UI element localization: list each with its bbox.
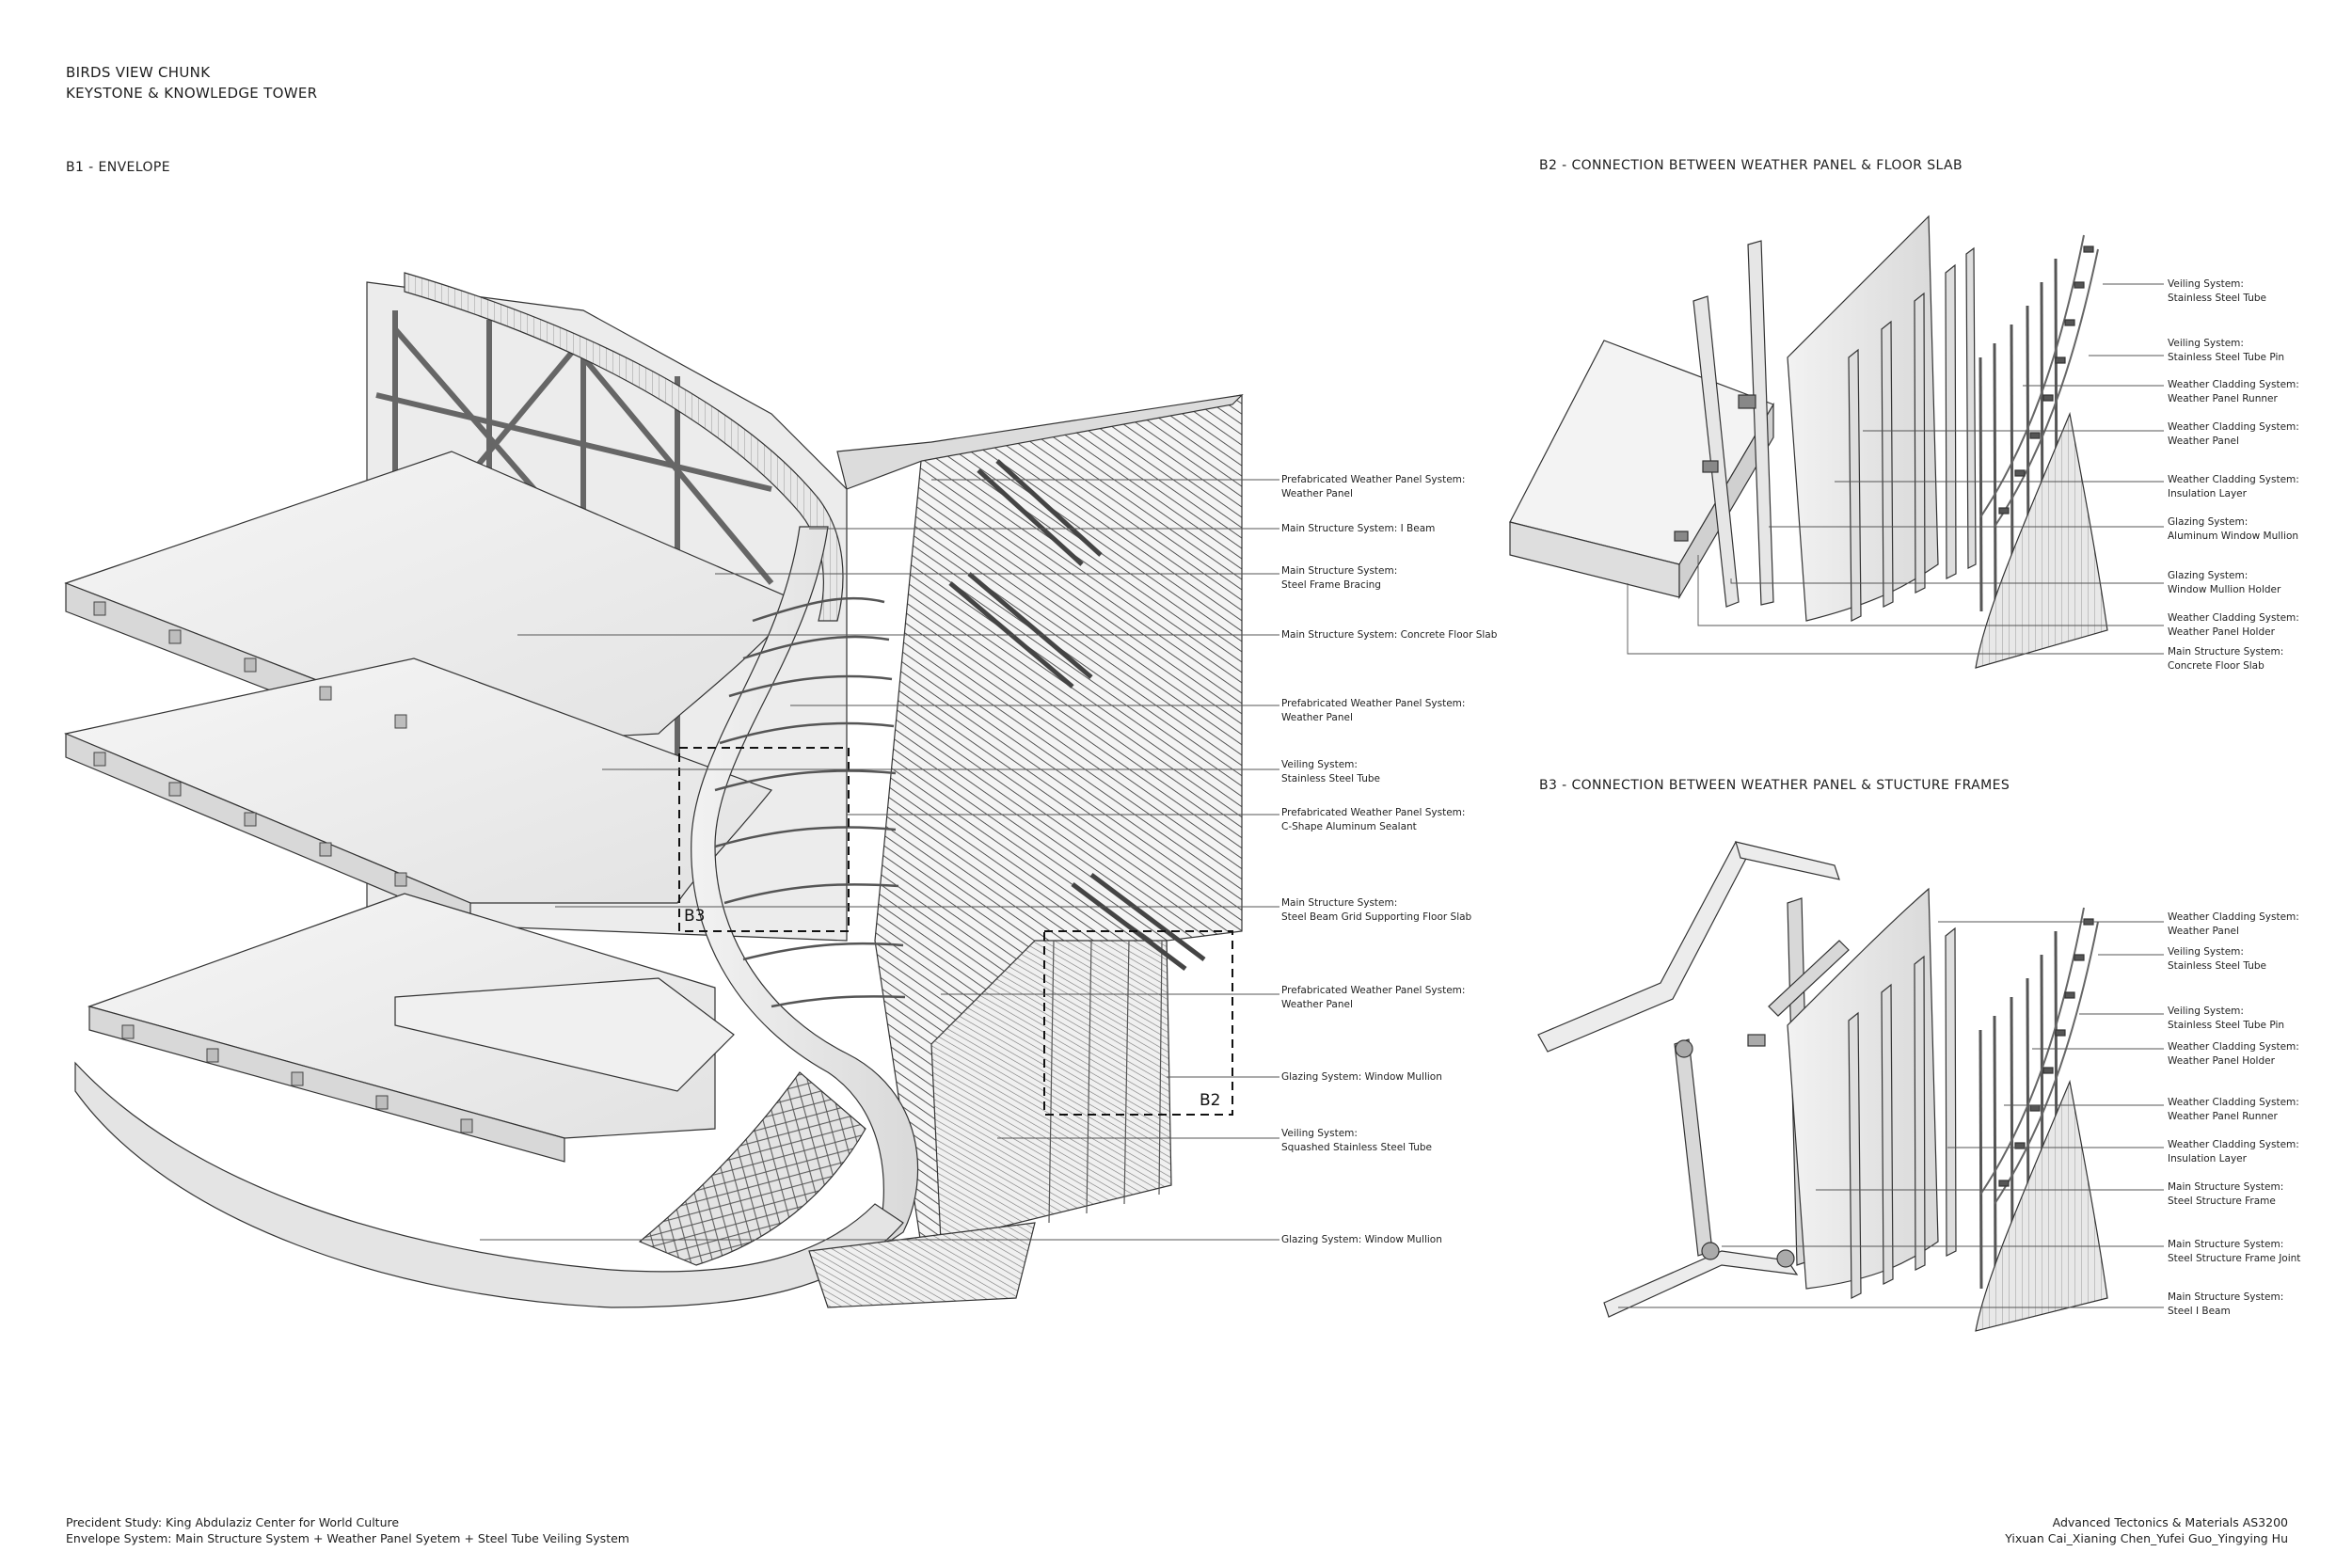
b2-label: Weather Cladding System:Insulation Layer: [2168, 474, 2299, 499]
b2-label: Veiling System:Stainless Steel Tube Pin: [2168, 338, 2285, 363]
beam-grid-nubs: [93, 601, 473, 1133]
b2-label: Weather Cladding System:Weather Panel Ho…: [2168, 612, 2299, 638]
b1-label: Main Structure System:Steel Frame Bracin…: [1281, 565, 1398, 591]
b2-detail-drawing: [1509, 214, 2108, 669]
steel-structure-frame: [1537, 841, 1840, 1318]
b3-label: Main Structure System:Steel Structure Fr…: [2168, 1181, 2284, 1207]
section-heading-b1: B1 - ENVELOPE: [66, 160, 171, 175]
b1-label: Prefabricated Weather Panel System:Weath…: [1281, 474, 1466, 499]
b1-label: Main Structure System: Concrete Floor Sl…: [1281, 629, 1498, 641]
b3-leader-lines: [1618, 921, 2164, 1308]
mullion-holders: [1674, 394, 1756, 542]
b3-label: Main Structure System:Steel I Beam: [2168, 1291, 2284, 1317]
b3-label: Weather Cladding System:Weather Panel Ho…: [2168, 1041, 2299, 1067]
b3-label: Veiling System:Stainless Steel Tube Pin: [2168, 1006, 2285, 1031]
facade-fins: [948, 459, 1206, 971]
section-heading-b2: B2 - CONNECTION BETWEEN WEATHER PANEL & …: [1539, 158, 1963, 173]
b1-leader-lines: [480, 479, 1279, 1241]
underside-hatching: [808, 1222, 1036, 1308]
b1-label: Main Structure System:Steel Beam Grid Su…: [1281, 897, 1472, 923]
structure-joints: [1675, 1034, 1795, 1268]
veiling-sheet-b3: [1975, 1079, 2108, 1332]
b1-label: Prefabricated Weather Panel System:Weath…: [1281, 698, 1466, 723]
b3-label: Veiling System:Stainless Steel Tube: [2168, 946, 2266, 972]
b2-label: Veiling System:Stainless Steel Tube: [2168, 278, 2266, 304]
b2-label: Glazing System:Aluminum Window Mullion: [2168, 516, 2299, 542]
insulation-layers: [1848, 246, 1977, 622]
b1-envelope-drawing: [64, 272, 1244, 1308]
b2-label: Weather Cladding System:Weather Panel Ru…: [2168, 379, 2299, 404]
tube-pins-b2: [1998, 245, 2094, 515]
b2-label: Glazing System:Window Mullion Holder: [2168, 570, 2281, 595]
b2-label: Main Structure System:Concrete Floor Sla…: [2168, 646, 2284, 672]
b1-label: Prefabricated Weather Panel System:Weath…: [1281, 985, 1466, 1010]
b1-label: Glazing System: Window Mullion: [1281, 1234, 1442, 1245]
mesh-lattice: [638, 1071, 866, 1266]
b3-label: Weather Cladding System:Weather Panel Ru…: [2168, 1097, 2299, 1122]
footer-left-line-1: Precident Study: King Abdulaziz Center f…: [66, 1515, 400, 1529]
upper-curved-panel: [836, 394, 1244, 490]
floor-slab-3: [87, 893, 735, 1163]
b3-label: Weather Cladding System:Weather Panel: [2168, 911, 2299, 937]
b3-label: Main Structure System:Steel Structure Fr…: [2168, 1239, 2301, 1264]
b3-detail-drawing: [1537, 841, 2108, 1332]
b1-label: Veiling System:Squashed Stainless Steel …: [1281, 1128, 1433, 1153]
bottom-canopy-bowl: [74, 1061, 904, 1308]
footer-left-line-2: Envelope System: Main Structure System +…: [66, 1531, 629, 1545]
steel-tubes-b3: [1979, 907, 2099, 1205]
b2-leader-lines: [1627, 283, 2164, 655]
veiling-tube-ribs: [714, 596, 906, 1008]
insulation-layers-b3: [1848, 927, 1957, 1299]
title-line-2: KEYSTONE & KNOWLEDGE TOWER: [66, 85, 318, 102]
b2-label: Weather Cladding System:Weather Panel: [2168, 421, 2299, 447]
top-weather-panel-band: [404, 272, 844, 622]
footer-left: Precident Study: King Abdulaziz Center f…: [66, 1514, 629, 1546]
detail-box-b2: [1043, 930, 1233, 1116]
b1-label: Prefabricated Weather Panel System:C-Sha…: [1281, 807, 1466, 832]
section-heading-b3: B3 - CONNECTION BETWEEN WEATHER PANEL & …: [1539, 778, 2010, 793]
footer-right: Advanced Tectonics & Materials AS3200 Yi…: [2005, 1514, 2288, 1546]
detail-box-b3: [678, 747, 850, 932]
footer-right-line-1: Advanced Tectonics & Materials AS3200: [2052, 1515, 2288, 1529]
veiling-sheet-b2: [1975, 411, 2108, 669]
b1-label: Main Structure System: I Beam: [1281, 523, 1436, 534]
title-line-1: BIRDS VIEW CHUNK: [66, 64, 211, 81]
page-title: BIRDS VIEW CHUNK KEYSTONE & KNOWLEDGE TO…: [66, 62, 317, 103]
detail-box-b2-label: B2: [1200, 1091, 1221, 1110]
b1-label: Veiling System:Stainless Steel Tube: [1281, 759, 1380, 784]
b1-label: Glazing System: Window Mullion: [1281, 1071, 1442, 1083]
window-mullions-b2: [1692, 240, 1774, 608]
b3-label: Weather Cladding System:Insulation Layer: [2168, 1139, 2299, 1164]
steel-tubes-b2: [1979, 234, 2099, 528]
detail-box-b3-label: B3: [684, 907, 706, 926]
footer-right-line-2: Yixuan Cai_Xianing Chen_Yufei Guo_Yingyi…: [2005, 1531, 2288, 1545]
window-mullions: [1048, 940, 1163, 1224]
floor-slab-2: [64, 657, 772, 927]
